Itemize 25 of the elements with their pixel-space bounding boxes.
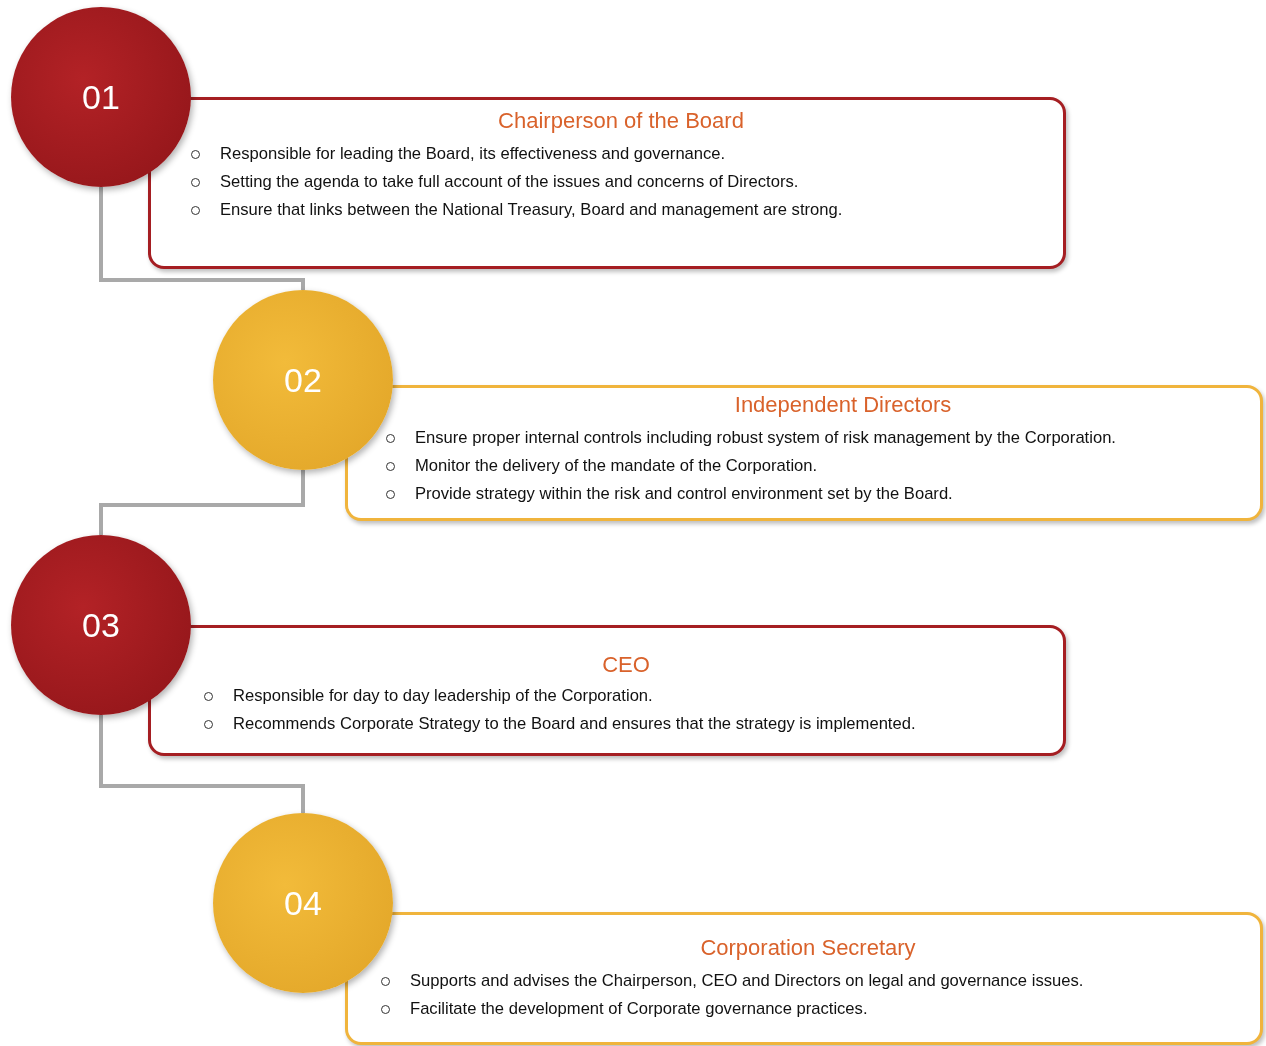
role-card [148,625,1066,756]
connector-line [99,715,305,813]
role-title: Independent Directors [734,392,952,418]
responsibility-text: Setting the agenda to take full account of the issues and concerns of Directors. [220,172,799,192]
role-card [148,97,1066,269]
role-card [345,912,1263,1045]
role-title: CEO [602,652,650,678]
responsibility-text: Responsible for day to day leadership of the Corporation. [233,686,653,706]
step-number: 01 [82,77,120,117]
connector-line [99,187,305,290]
step-number: 03 [82,605,120,645]
responsibility-text: Monitor the delivery of the mandate of the Corporation. [415,456,818,476]
step-number: 02 [284,360,322,400]
connector-line [99,470,305,535]
responsibility-text: Responsible for leading the Board, its effectiveness and governance. [220,144,726,164]
responsibility-text: Recommends Corporate Strategy to the Board and ensures that the strategy is implemented. [233,714,916,734]
role-card [345,385,1263,521]
role-title: Corporation Secretary [700,935,916,961]
responsibility-text: Supports and advises the Chairperson, CEO and Directors on legal and governance issues. [410,971,1084,991]
responsibility-text: Provide strategy within the risk and control environment set by the Board. [415,484,953,504]
role-title: Chairperson of the Board [498,108,744,134]
responsibility-text: Ensure proper internal controls including robust system of risk management by the Corporation. [415,428,1116,448]
responsibility-text: Ensure that links between the National Treasury, Board and management are strong. [220,200,843,220]
step-number: 04 [284,883,322,923]
responsibility-text: Facilitate the development of Corporate governance practices. [410,999,868,1019]
